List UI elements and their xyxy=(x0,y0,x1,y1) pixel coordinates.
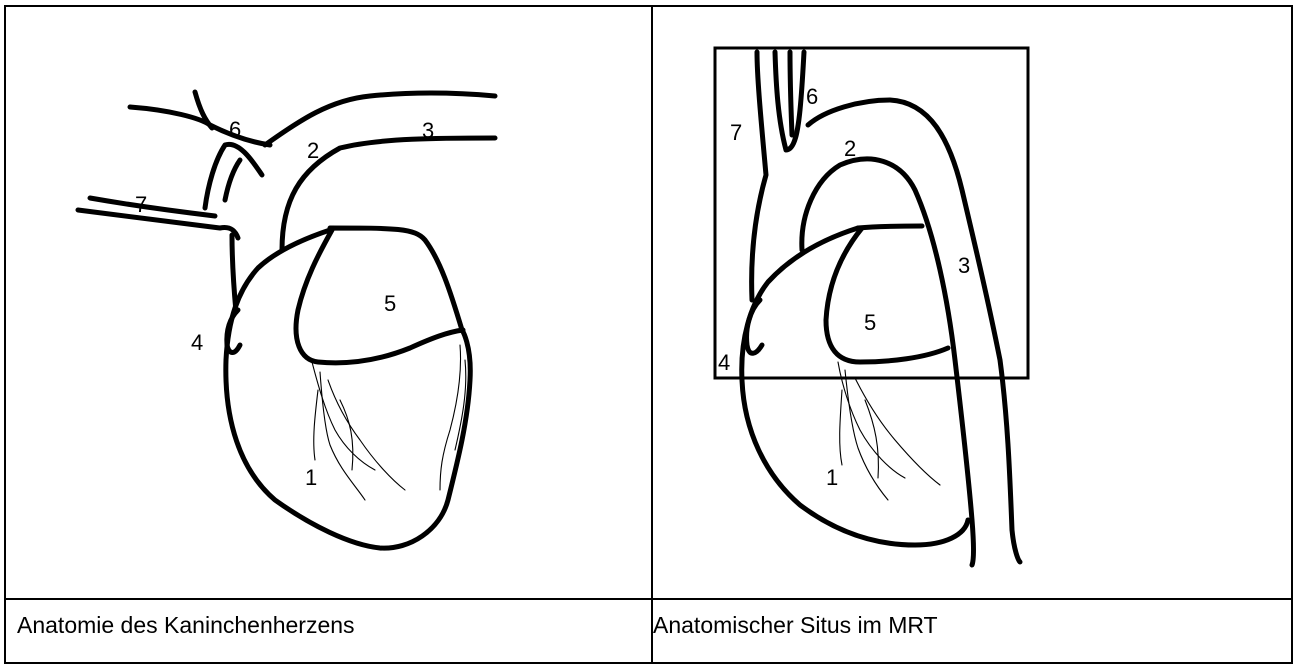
right-vessel-6-b xyxy=(790,52,792,135)
right-vessel-7 xyxy=(752,52,766,300)
right-atrium-top-edge xyxy=(858,226,922,228)
right-label-5: 5 xyxy=(864,310,876,335)
right-heart-outline xyxy=(742,228,968,545)
caption-right: Anatomischer Situs im MRT xyxy=(653,614,938,637)
right-label-7: 7 xyxy=(730,120,742,145)
caption-left: Anatomie des Kaninchenherzens xyxy=(17,614,355,637)
right-label-2: 2 xyxy=(844,136,856,161)
right-auricle-4 xyxy=(747,300,762,353)
right-label-1: 1 xyxy=(826,465,838,490)
right-atrium-5 xyxy=(826,228,948,362)
right-label-4: 4 xyxy=(718,350,730,375)
right-coronary-vessels xyxy=(838,362,940,500)
right-label-3: 3 xyxy=(958,253,970,278)
right-label-6: 6 xyxy=(806,84,818,109)
right-aorta-outer xyxy=(808,100,1020,562)
